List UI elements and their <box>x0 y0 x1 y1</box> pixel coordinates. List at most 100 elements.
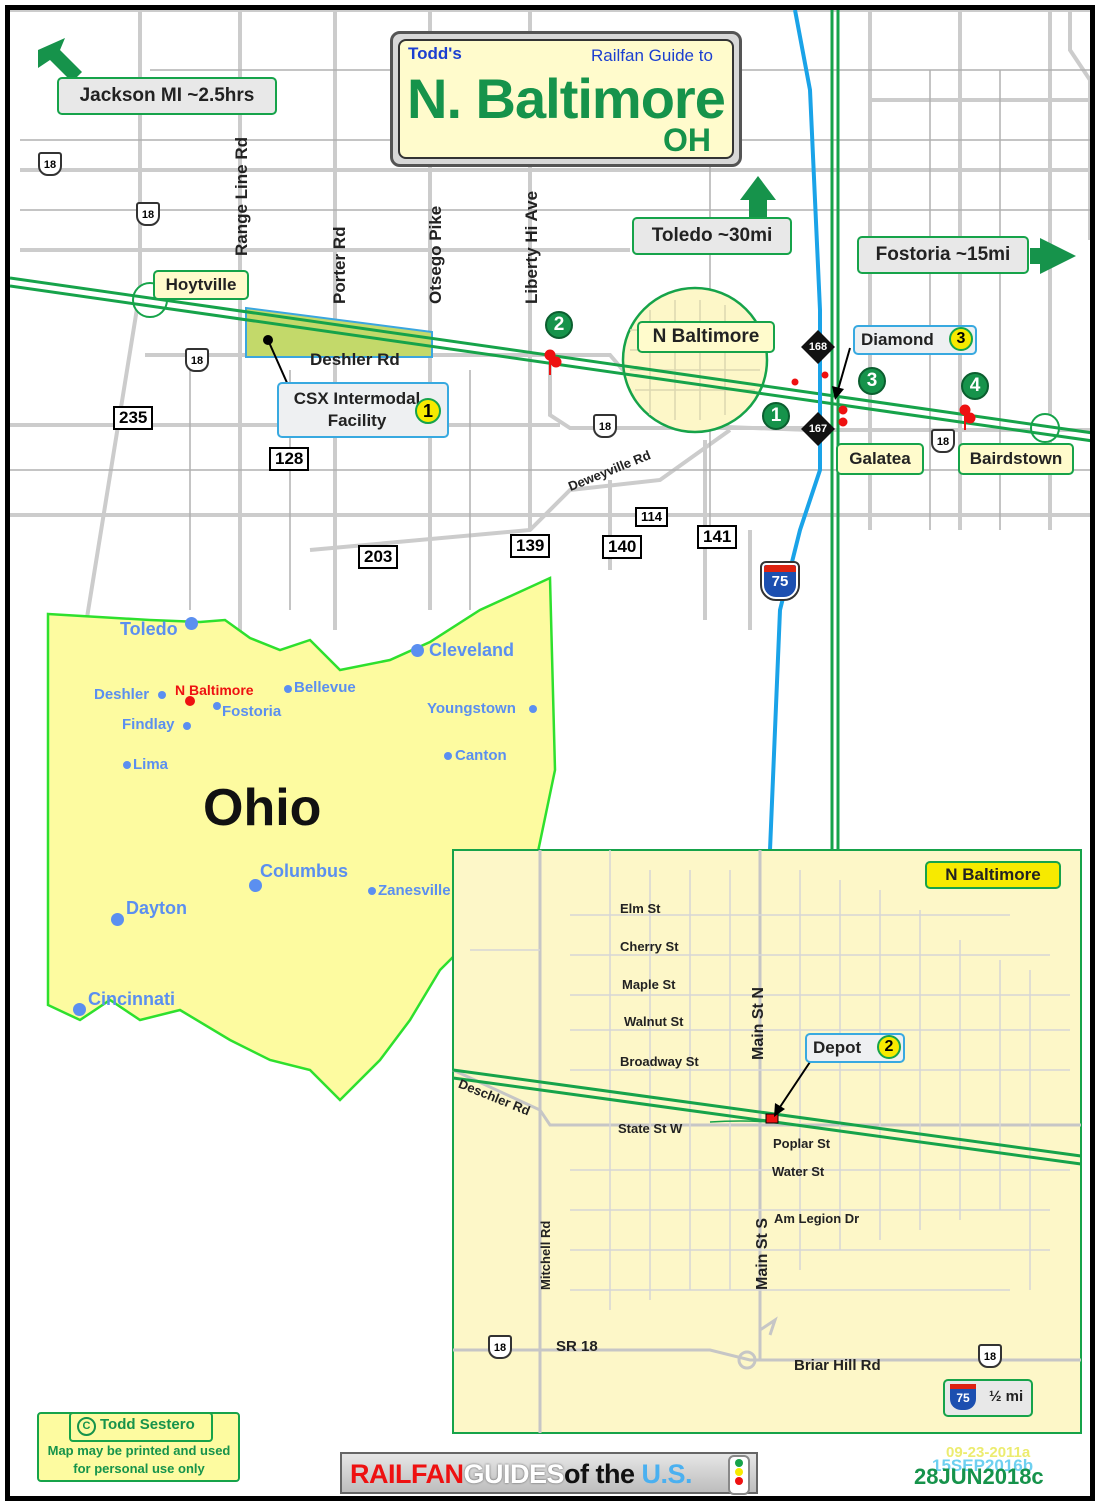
route-114: 114 <box>635 507 668 527</box>
depot-spot-number: 2 <box>877 1035 901 1059</box>
spot-2: 2 <box>545 311 573 339</box>
ohio-label: Ohio <box>203 779 322 837</box>
inset-sr18-shield-2: 18 <box>978 1344 1002 1368</box>
cleveland-city: Cleveland <box>429 640 515 660</box>
fostoria-direction: Fostoria ~15mi <box>857 236 1029 274</box>
traffic-light-icon <box>728 1455 750 1495</box>
i75-shield: 75 <box>760 561 800 601</box>
title-state: OH <box>663 122 711 158</box>
water-st: Water St <box>772 1164 825 1179</box>
findlay-dot <box>183 722 191 730</box>
date-old-2: 15SEP2016b <box>932 1456 1034 1475</box>
csx-intermodal-callout: CSX Intermodal Facility 1 <box>277 382 449 438</box>
cincinnati-dot <box>73 1003 86 1016</box>
canton-city: Canton <box>455 747 507 764</box>
columbus-dot <box>249 879 262 892</box>
title-city: N. Baltimore <box>407 67 726 130</box>
porter-rd-label: Porter Rd <box>330 226 349 304</box>
brand-guides: GUIDES <box>463 1459 565 1489</box>
toledo-arrow <box>740 176 776 222</box>
am-legion-dr: Am Legion Dr <box>774 1211 860 1226</box>
diamond-pointer <box>837 347 851 391</box>
route-203: 203 <box>358 545 399 569</box>
lima-city: Lima <box>133 756 169 773</box>
cincinnati-city: Cincinnati <box>88 989 176 1009</box>
state-st-w: State St W <box>618 1121 683 1136</box>
n-baltimore-dot <box>185 696 195 706</box>
fostoria-city: Fostoria <box>222 703 282 720</box>
diamond-spot-number: 3 <box>949 327 973 351</box>
depot-label: Depot <box>813 1038 862 1057</box>
dayton-city: Dayton <box>126 898 188 918</box>
otsego-pike-label: Otsego Pike <box>426 205 445 304</box>
route-128: 128 <box>269 447 310 471</box>
inset-sr18-shield-1: 18 <box>488 1335 512 1359</box>
cleveland-dot <box>411 644 424 657</box>
galatea-label: Galatea <box>836 443 924 475</box>
youngstown-dot <box>529 705 537 713</box>
copyright-icon: C <box>77 1417 96 1436</box>
briar-hill-rd: Briar Hill Rd <box>794 1357 881 1374</box>
date-current: 28JUN2018c <box>914 1464 1044 1489</box>
depot-marker <box>765 1113 779 1124</box>
n-baltimore-label: N Baltimore <box>637 321 775 353</box>
fostoria-arrow <box>1030 238 1076 274</box>
toledo-city: Toledo <box>120 619 178 639</box>
zanesville-city: Zanesville <box>378 882 451 899</box>
diamond-label: Diamond <box>861 330 934 349</box>
depot-callout: Depot 2 <box>805 1033 905 1063</box>
half-mile-scale: 75 ½ mi <box>943 1379 1033 1417</box>
diamond-callout: Diamond 3 <box>853 325 977 355</box>
jackson-direction: Jackson MI ~2.5hrs <box>57 77 277 115</box>
csx-intermodal-label: CSX Intermodal Facility <box>293 389 421 430</box>
dayton-dot <box>111 913 124 926</box>
spot-1: 1 <box>762 402 790 430</box>
spot-4: 4 <box>961 372 989 400</box>
route-140: 140 <box>602 535 643 559</box>
half-mile-label: ½ mi <box>989 1388 1024 1405</box>
deshler-city: Deshler <box>94 686 150 703</box>
n-baltimore-town-area <box>621 286 769 434</box>
main-st-n: Main St N <box>750 987 767 1060</box>
sr-18: SR 18 <box>556 1338 598 1355</box>
interstate-75 <box>768 10 822 851</box>
bellevue-dot <box>284 685 292 693</box>
route-141: 141 <box>697 525 738 549</box>
sr18-shield-3: 18 <box>185 348 209 372</box>
deshler-dot <box>158 691 166 699</box>
title-todd: Todd's <box>408 44 462 63</box>
broadway-st: Broadway St <box>620 1054 699 1069</box>
milepost-167: 167 <box>801 412 835 446</box>
range-line-rd-label: Range Line Rd <box>232 136 251 256</box>
csx-spot-number: 1 <box>415 398 441 424</box>
brand-ofthe: of the <box>564 1459 635 1489</box>
sr18-shield-1: 18 <box>38 152 62 176</box>
title-guide: Railfan Guide to <box>591 46 713 65</box>
inset-title: N Baltimore <box>925 861 1061 889</box>
toledo-dot <box>185 617 198 630</box>
jackson-arrow <box>38 38 82 82</box>
n-baltimore-city: N Baltimore <box>175 682 254 698</box>
route-235: 235 <box>113 406 154 430</box>
route-139: 139 <box>510 534 551 558</box>
i75-number: 75 <box>771 573 789 590</box>
youngstown-city: Youngstown <box>427 700 516 717</box>
zanesville-dot <box>368 887 376 895</box>
signals <box>544 349 976 430</box>
liberty-hi-ave-label: Liberty Hi Ave <box>522 190 541 304</box>
deshler-rd-label: Deshler Rd <box>310 350 400 369</box>
maple-st: Maple St <box>622 977 676 992</box>
scale-i75-shield: 75 <box>950 1384 976 1410</box>
sr18-shield-2: 18 <box>136 202 160 226</box>
brand-railfan: RAILFAN <box>350 1459 464 1489</box>
fostoria-dot <box>213 702 221 710</box>
cherry-st: Cherry St <box>620 939 679 954</box>
usage-note: Map may be printed and used for personal… <box>47 1443 231 1476</box>
bellevue-city: Bellevue <box>294 679 356 696</box>
columbus-city: Columbus <box>260 861 348 881</box>
elm-st: Elm St <box>620 901 661 916</box>
title-sign: Todd's Railfan Guide to N. Baltimore OH <box>390 31 742 167</box>
spot-3: 3 <box>858 367 886 395</box>
